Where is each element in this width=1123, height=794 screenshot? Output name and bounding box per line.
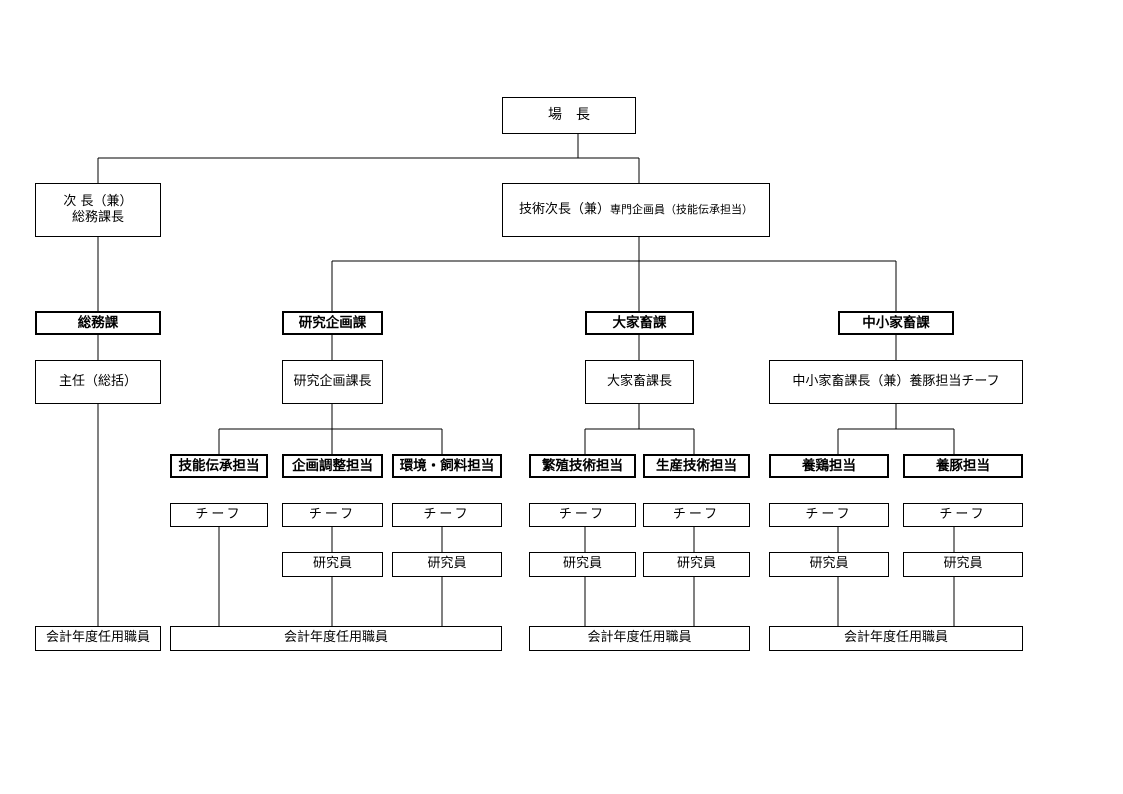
unit-skill-transfer: 技能伝承担当	[170, 454, 268, 478]
researcher-label: 研究員	[427, 556, 467, 572]
unit-production-technology-label: 生産技術担当	[656, 457, 737, 474]
line-staff-chains	[218, 527, 955, 626]
manager-research-planning: 研究企画課長	[282, 360, 383, 404]
researcher-environment-feed: 研究員	[392, 552, 502, 577]
chief-production-technology: チーフ	[643, 503, 750, 527]
fiscal-staff-research-planning: 会計年度任用職員	[170, 626, 502, 651]
fiscal-staff-label: 会計年度任用職員	[283, 630, 388, 646]
line-research-planning	[218, 335, 443, 454]
chief-label: チーフ	[672, 506, 721, 522]
tech-deputy-sub: 専門企画員（技能伝承担当）	[610, 203, 753, 217]
manager-small-livestock: 中小家畜課長（兼）養豚担当チーフ	[769, 360, 1023, 404]
section-small-livestock-label: 中小家畜課	[862, 314, 930, 331]
fiscal-staff-label: 会計年度任用職員	[45, 630, 150, 646]
fiscal-staff-general-affairs: 会計年度任用職員	[35, 626, 161, 651]
unit-production-technology: 生産技術担当	[643, 454, 750, 478]
fiscal-staff-large-livestock: 会計年度任用職員	[529, 626, 750, 651]
researcher-production-technology: 研究員	[643, 552, 750, 577]
researcher-breeding-technology: 研究員	[529, 552, 636, 577]
deputy-director-box: 次 長（兼） 総務課長	[35, 183, 161, 237]
director-box: 場 長	[502, 97, 636, 134]
unit-planning-coordination: 企画調整担当	[282, 454, 383, 478]
tech-deputy-main: 技術次長（兼）	[518, 201, 610, 217]
unit-poultry-label: 養鶏担当	[802, 457, 856, 474]
unit-planning-coordination-label: 企画調整担当	[292, 457, 373, 474]
chief-planning-coordination: チーフ	[282, 503, 383, 527]
chief-environment-feed: チーフ	[392, 503, 502, 527]
line-small-livestock	[837, 335, 955, 454]
researcher-label: 研究員	[312, 556, 352, 572]
chief-skill-transfer: チーフ	[170, 503, 268, 527]
unit-poultry: 養鶏担当	[769, 454, 889, 478]
unit-environment-feed-label: 環境・飼料担当	[399, 457, 495, 474]
chief-label: チーフ	[805, 506, 853, 522]
manager-research-planning-label: 研究企画課長	[293, 373, 372, 389]
fiscal-staff-label: 会計年度任用職員	[843, 630, 948, 646]
manager-large-livestock-label: 大家畜課長	[606, 373, 672, 389]
section-general-affairs: 総務課	[35, 311, 161, 335]
director-label: 場 長	[548, 106, 590, 123]
chief-label: チーフ	[939, 506, 987, 522]
chief-breeding-technology: チーフ	[529, 503, 636, 527]
researcher-label: 研究員	[943, 556, 983, 572]
section-general-affairs-label: 総務課	[77, 314, 119, 331]
manager-large-livestock: 大家畜課長	[585, 360, 694, 404]
researcher-swine: 研究員	[903, 552, 1023, 577]
deputy-director-line1: 次 長（兼）	[63, 193, 133, 209]
unit-environment-feed: 環境・飼料担当	[392, 454, 502, 478]
unit-skill-transfer-label: 技能伝承担当	[178, 457, 260, 474]
unit-swine: 養豚担当	[903, 454, 1023, 478]
unit-breeding-technology: 繁殖技術担当	[529, 454, 636, 478]
chief-label: チーフ	[308, 506, 357, 522]
line-tech-to-sections	[331, 236, 897, 311]
tech-deputy-box: 技術次長（兼）専門企画員（技能伝承担当）	[502, 183, 770, 237]
chief-label: チーフ	[195, 506, 243, 522]
manager-small-livestock-label: 中小家畜課長（兼）養豚担当チーフ	[792, 373, 1000, 389]
manager-general-affairs-label: 主任（総括）	[58, 373, 137, 389]
fiscal-staff-label: 会計年度任用職員	[587, 630, 692, 646]
chief-swine: チーフ	[903, 503, 1023, 527]
researcher-poultry: 研究員	[769, 552, 889, 577]
section-large-livestock-label: 大家畜課	[612, 314, 667, 331]
researcher-label: 研究員	[809, 556, 849, 572]
researcher-label: 研究員	[562, 556, 602, 572]
manager-general-affairs: 主任（総括）	[35, 360, 161, 404]
section-large-livestock: 大家畜課	[585, 311, 694, 335]
deputy-director-line2: 総務課長	[71, 210, 124, 225]
unit-breeding-technology-label: 繁殖技術担当	[542, 457, 623, 474]
line-director-to-exec	[97, 134, 640, 183]
section-research-planning: 研究企画課	[282, 311, 383, 335]
unit-swine-label: 養豚担当	[936, 457, 990, 474]
researcher-planning-coordination: 研究員	[282, 552, 383, 577]
researcher-label: 研究員	[676, 556, 716, 572]
section-small-livestock: 中小家畜課	[838, 311, 954, 335]
chief-poultry: チーフ	[769, 503, 889, 527]
chief-label: チーフ	[423, 506, 471, 522]
fiscal-staff-small-livestock: 会計年度任用職員	[769, 626, 1023, 651]
line-large-livestock	[584, 335, 695, 454]
chief-label: チーフ	[558, 506, 607, 522]
section-research-planning-label: 研究企画課	[298, 314, 367, 331]
